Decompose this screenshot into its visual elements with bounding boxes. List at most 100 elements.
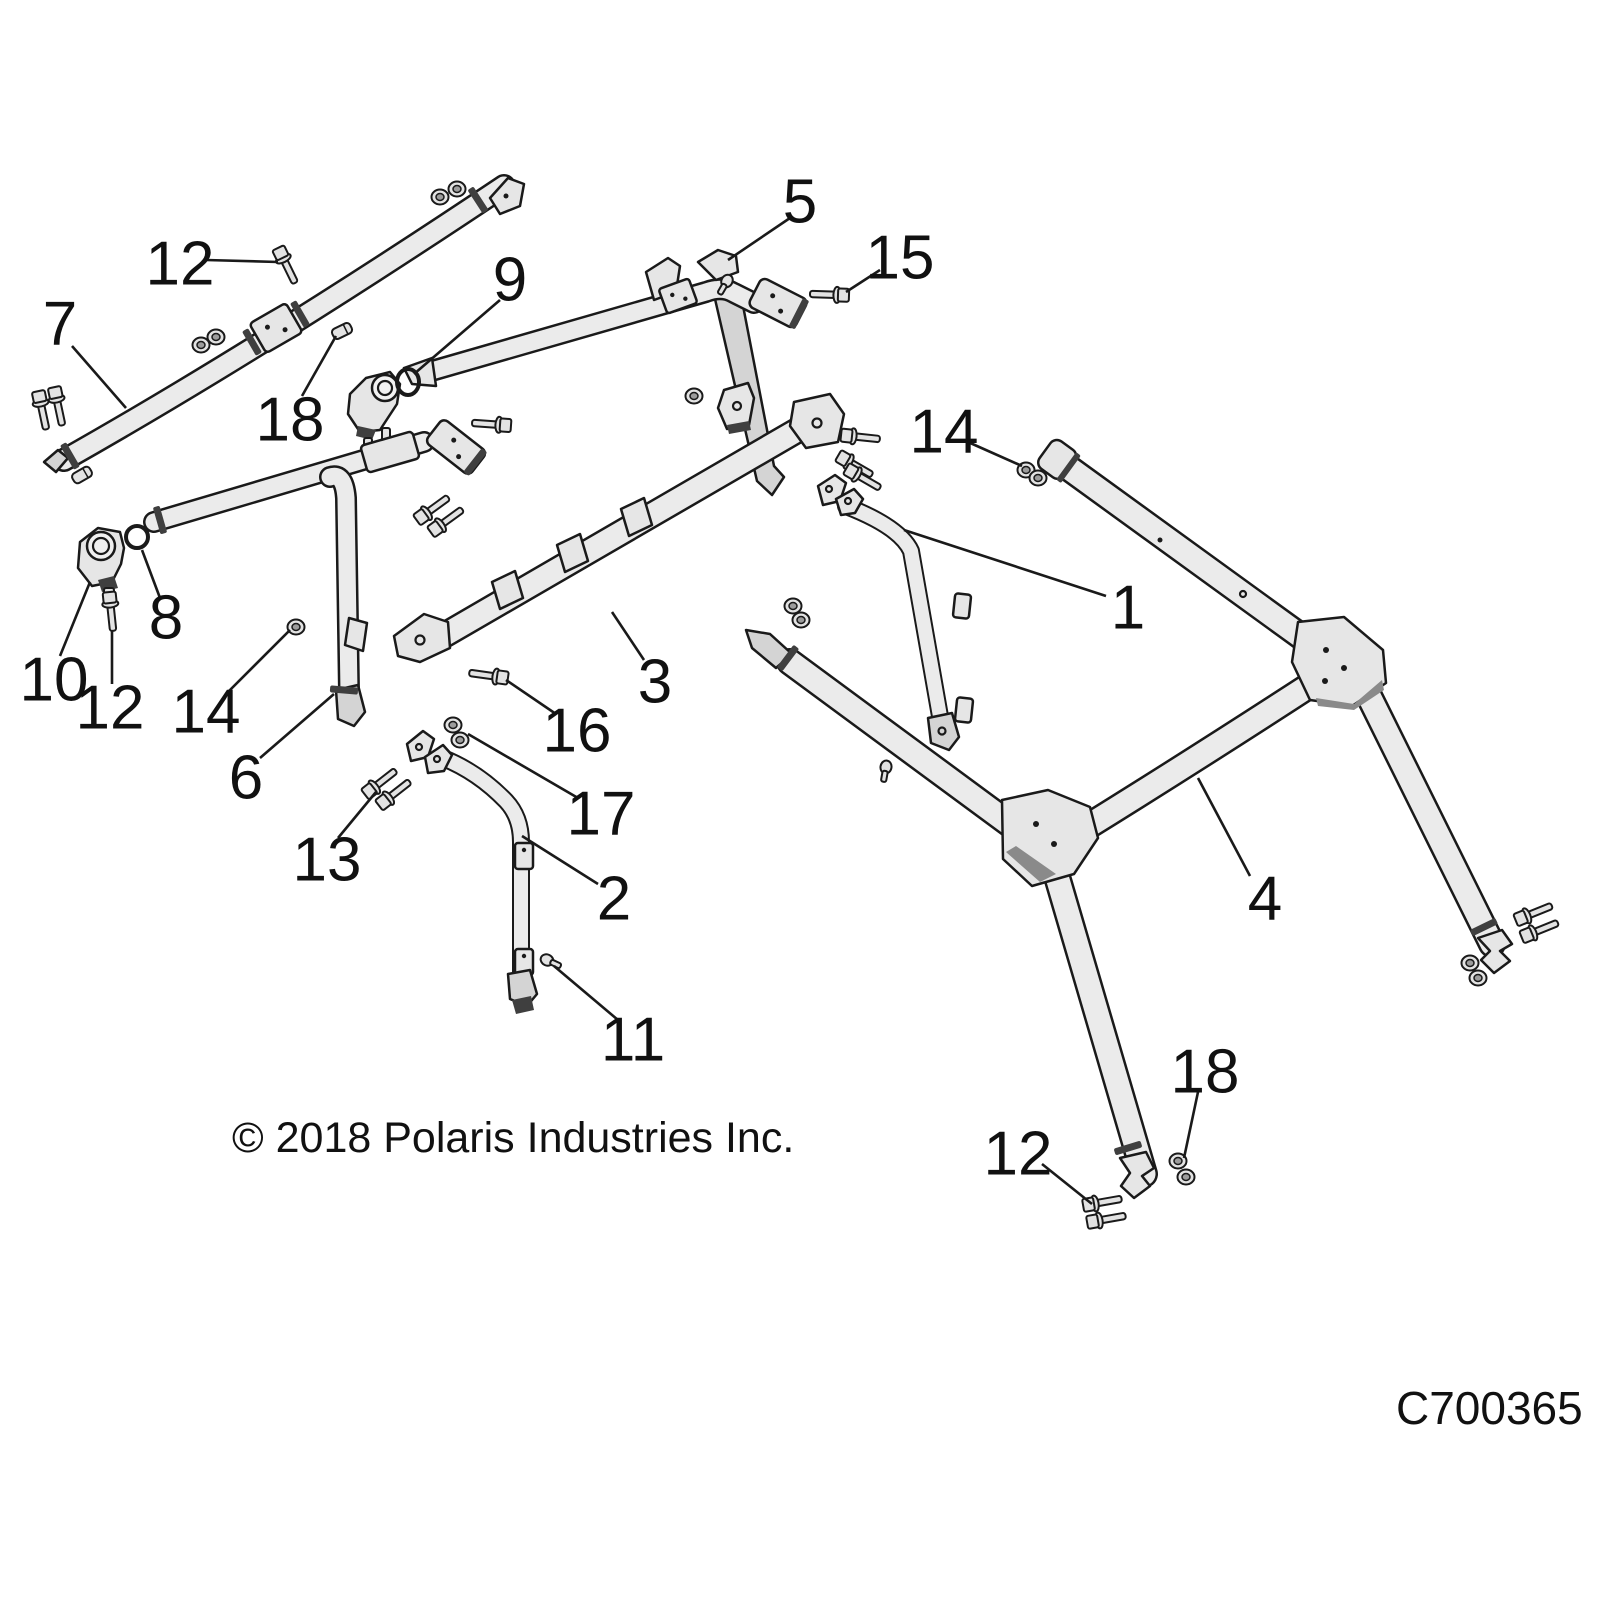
- callout-number: 18: [1171, 1037, 1240, 1106]
- leader-line: [903, 528, 1107, 598]
- frame-tube-end-cap: [1036, 438, 1081, 483]
- callout-14-left: 14: [172, 629, 291, 746]
- part-10-mount-bracket: [76, 526, 126, 597]
- bolt-12-left: [100, 590, 123, 633]
- part-9-oring: [395, 367, 421, 397]
- leader-line: [140, 549, 162, 599]
- leader-line: [727, 216, 791, 262]
- callout-number: 7: [43, 289, 77, 358]
- callout-2-main: 2: [521, 834, 631, 933]
- callout-number: 12: [984, 1119, 1053, 1188]
- callout-number: 3: [638, 647, 672, 716]
- nut-18-bottom: [1176, 1168, 1196, 1186]
- leader-line: [610, 611, 646, 661]
- part-1-rear-support-tube: [816, 473, 975, 752]
- nut: [783, 597, 803, 615]
- left-leg-notched-end: [1118, 1150, 1156, 1200]
- nut-17: [443, 716, 463, 734]
- callout-number: 18: [256, 385, 325, 454]
- part-3-cross-rail: [392, 392, 846, 664]
- callout-number: 13: [293, 825, 362, 894]
- callout-number: 2: [597, 864, 631, 933]
- callout-number: 12: [76, 673, 145, 742]
- callout-5-main: 5: [727, 167, 817, 262]
- leader-line: [413, 299, 501, 375]
- leader-line: [1196, 777, 1252, 877]
- nut-17: [450, 731, 470, 749]
- callout-14-right: 14: [910, 397, 1023, 468]
- bolt: [470, 413, 513, 435]
- bolt-16: [467, 663, 511, 688]
- callout-12-left: 12: [76, 630, 145, 742]
- callout-number: 10: [20, 645, 89, 714]
- callout-number: 5: [783, 167, 817, 236]
- nut: [1460, 954, 1480, 972]
- leader-line: [205, 258, 279, 264]
- leader-line: [505, 678, 557, 716]
- callout-number: 8: [149, 583, 183, 652]
- nut: [430, 188, 450, 206]
- callout-number: 9: [493, 245, 527, 314]
- leader-line: [300, 335, 338, 397]
- callout-number: 1: [1111, 573, 1145, 642]
- nut: [1468, 969, 1488, 987]
- nut: [206, 328, 226, 346]
- callout-10-main: 10: [20, 581, 92, 714]
- bolt-12-top: [269, 243, 304, 288]
- part-4-main-cab-frame: [744, 438, 1514, 1200]
- callout-7-main: 7: [43, 289, 127, 409]
- callout-11-main: 11: [553, 965, 665, 1074]
- leader-line: [1182, 1091, 1200, 1159]
- leader-line: [225, 629, 291, 695]
- leader-line: [1041, 1162, 1093, 1206]
- diagram-code: C700365: [1396, 1382, 1583, 1434]
- callout-1-main: 1: [903, 528, 1145, 642]
- nut-14-left: [286, 618, 306, 636]
- callout-16-main: 16: [505, 678, 612, 765]
- part-6-end-cap: [425, 419, 487, 476]
- screw-11: [537, 951, 564, 973]
- callout-number: 16: [543, 696, 612, 765]
- part-2-rear-support-tube: [405, 729, 539, 1014]
- nut: [191, 336, 211, 354]
- bolt-15: [808, 284, 851, 305]
- leader-line: [259, 693, 335, 759]
- leader-line: [71, 345, 127, 409]
- callout-15-main: 15: [845, 223, 935, 294]
- callout-number: 17: [567, 779, 636, 848]
- leader-line: [521, 834, 599, 886]
- callout-number: 15: [866, 223, 935, 292]
- callout-3-main: 3: [610, 611, 672, 716]
- callout-17-main: 17: [467, 732, 636, 848]
- leader-line: [845, 268, 881, 294]
- callout-18-upper-left: 18: [256, 335, 338, 454]
- callout-number: 12: [146, 229, 215, 298]
- bolt: [45, 384, 72, 429]
- leader-line: [967, 440, 1023, 468]
- callout-number: 14: [172, 677, 241, 746]
- callout-6-main: 6: [229, 693, 335, 812]
- leader-line: [58, 581, 92, 657]
- nut: [684, 387, 704, 405]
- callout-number: 11: [601, 1005, 665, 1074]
- nut: [791, 611, 811, 629]
- callout-8-main: 8: [140, 549, 183, 652]
- copyright-text: © 2018 Polaris Industries Inc.: [232, 1114, 794, 1162]
- part-7-front-cross-tube: [42, 178, 526, 474]
- right-leg-notched-end: [1476, 928, 1514, 975]
- leader-line: [467, 732, 579, 800]
- part-6-a-pillar-tube: [153, 419, 487, 728]
- callout-number: 4: [1248, 864, 1282, 933]
- callout-number: 6: [229, 743, 263, 812]
- callout-18-bottom-right: 18: [1171, 1037, 1240, 1159]
- nut-14-right: [1028, 469, 1048, 487]
- callout-number: 14: [910, 397, 979, 466]
- leader-line: [336, 791, 378, 839]
- part-8-oring: [124, 524, 150, 550]
- bolt: [839, 426, 882, 449]
- callout-4-main: 4: [1196, 777, 1282, 933]
- callout-9-main: 9: [413, 245, 527, 375]
